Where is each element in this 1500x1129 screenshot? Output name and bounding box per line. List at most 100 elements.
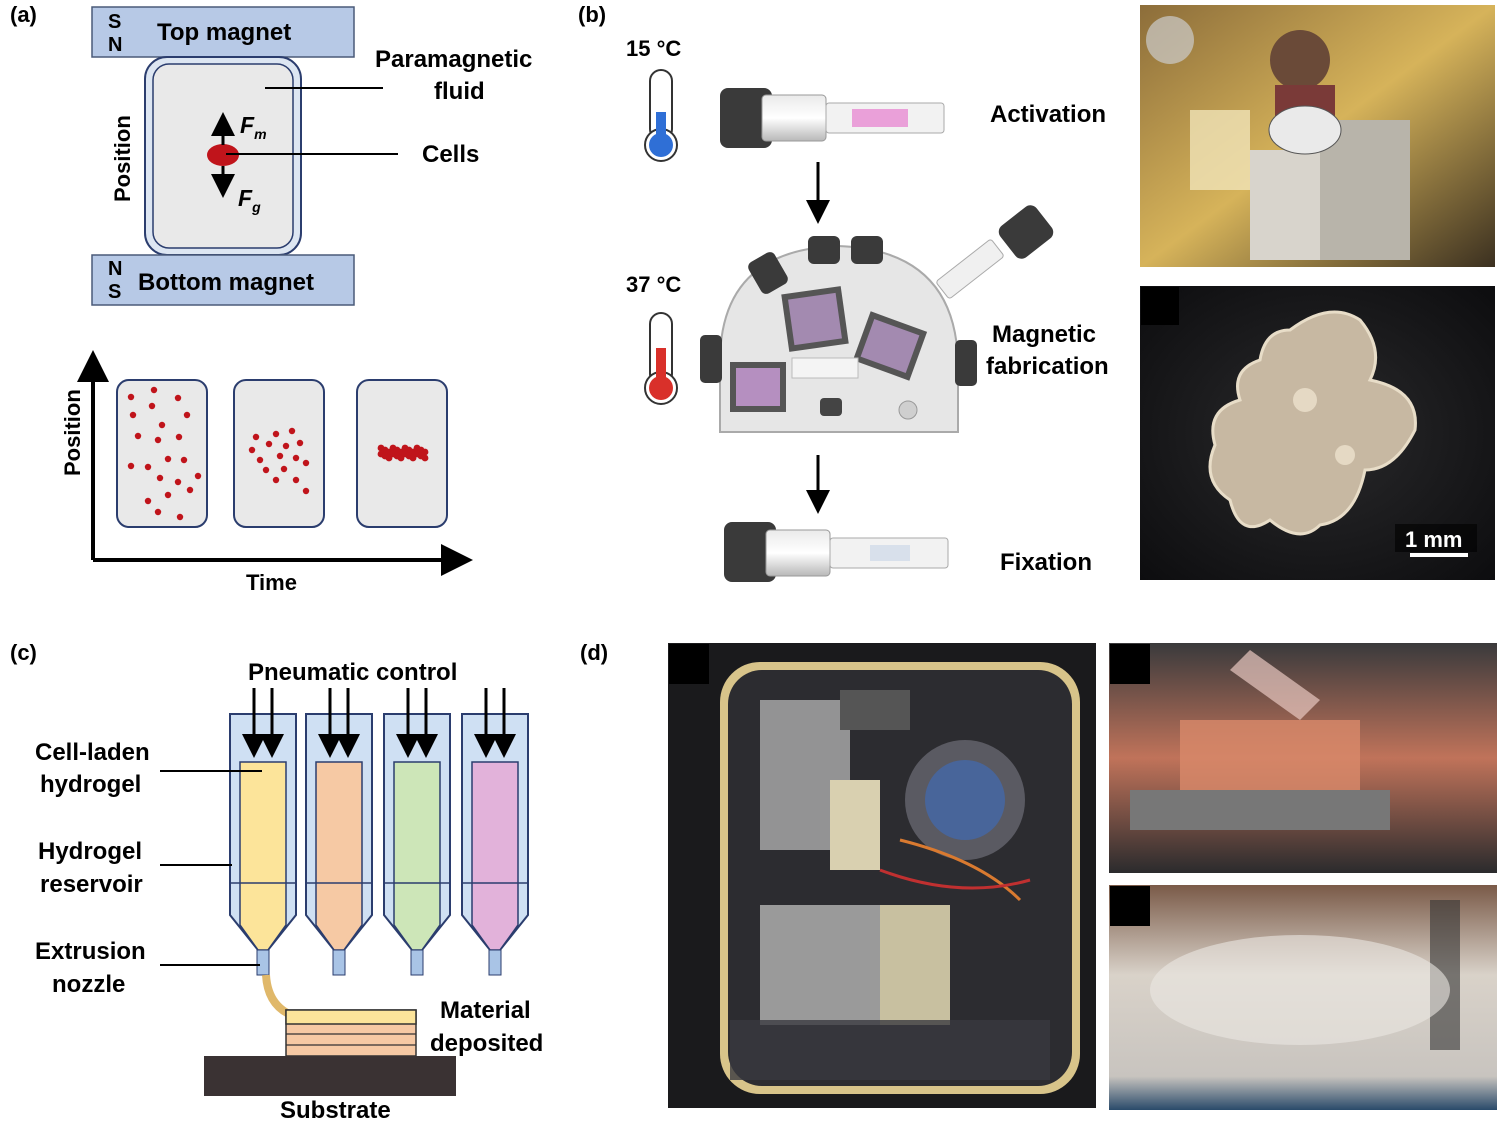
photo-printhead-closeup: [1109, 643, 1497, 873]
step-activation: Activation: [990, 101, 1106, 128]
cell-dot: [176, 513, 184, 521]
panel-d-label: (d): [580, 640, 608, 665]
cell-dot: [158, 421, 166, 429]
cell-dot: [150, 386, 158, 394]
cell-dot: [265, 440, 273, 448]
cell-dot: [421, 454, 429, 462]
cells-label: Cells: [422, 141, 479, 168]
material-label-2: deposited: [430, 1030, 543, 1057]
panel-c: (c) Pneumatic control Substrate Cell-lad…: [10, 640, 543, 1124]
bottom-magnet-label: Bottom magnet: [138, 269, 314, 296]
cell-dot: [154, 508, 162, 516]
panel-b: (b) 15 °C 37 °C: [578, 2, 1495, 582]
scale-bar-label: 1 mm: [1405, 527, 1462, 552]
plot-y-label: Position: [60, 389, 85, 476]
substrate-label: Substrate: [280, 1097, 391, 1124]
reservoir-label-2: reservoir: [40, 871, 143, 898]
cell-dot: [134, 432, 142, 440]
cell-dot: [256, 456, 264, 464]
cell-dot: [174, 394, 182, 402]
cell-dot: [180, 456, 188, 464]
reservoir-group: [229, 688, 529, 976]
cell-dot: [302, 459, 310, 467]
panel-b-label: (b): [578, 2, 606, 27]
photo-bioprinter: [668, 643, 1096, 1108]
cell-dot: [248, 446, 256, 454]
cell-dot: [288, 427, 296, 435]
nozzle-label-2: nozzle: [52, 971, 125, 998]
cell-dot: [194, 472, 202, 480]
cartridge-fixation: [724, 522, 949, 582]
cell-laden-label-1: Cell-laden: [35, 739, 150, 766]
cell-dot: [292, 476, 300, 484]
reservoir-yellow: [229, 688, 297, 976]
cell-dot: [154, 436, 162, 444]
photo-foam-closeup: [1109, 885, 1497, 1110]
cell-dot: [144, 463, 152, 471]
cell-dot: [175, 433, 183, 441]
paramagnetic-label-2: fluid: [434, 78, 485, 105]
substrate: [204, 1056, 456, 1096]
cell-dot: [282, 442, 290, 450]
temp-37-label: 37 °C: [626, 272, 681, 297]
fm-label: Fm: [240, 112, 267, 142]
cell-dot: [156, 474, 164, 482]
cell-dot: [164, 455, 172, 463]
step-magnetic-1: Magnetic: [992, 321, 1096, 348]
cell-laden-label-2: hydrogel: [40, 771, 141, 798]
cell-dot: [272, 430, 280, 438]
chamber-position-label: Position: [110, 115, 135, 202]
cell-dot: [272, 476, 280, 484]
cell-dot: [302, 487, 310, 495]
bottom-magnet: [91, 254, 355, 306]
photo-organoid: 1 mm: [1140, 286, 1495, 580]
panel-a: (a) S N Top magnet N S Bottom magnet Pos…: [10, 2, 532, 595]
top-magnet-s: S: [108, 11, 121, 33]
temp-15-label: 15 °C: [626, 36, 681, 61]
bottom-magnet-n: N: [108, 258, 122, 280]
cell-dot: [174, 478, 182, 486]
plot-x-label: Time: [246, 570, 297, 595]
panel-a-label: (a): [10, 2, 37, 27]
cells-levitated-cluster: [377, 444, 429, 462]
paramagnetic-label-1: Paramagnetic: [375, 46, 532, 73]
cell-dot: [127, 393, 135, 401]
material-label-1: Material: [440, 997, 531, 1024]
nozzle-label-1: Extrusion: [35, 938, 146, 965]
reservoir-peach: [305, 688, 373, 976]
cell-dot: [262, 466, 270, 474]
cell-dot: [280, 465, 288, 473]
step-fixation: Fixation: [1000, 549, 1092, 576]
cell-dot: [296, 439, 304, 447]
cell-dot: [276, 452, 284, 460]
reservoir-green: [383, 688, 451, 976]
top-magnet-n: N: [108, 34, 122, 56]
thermometer-cold-icon: [644, 69, 678, 162]
cell-dot: [164, 491, 172, 499]
cell-dot: [129, 411, 137, 419]
pneumatic-label: Pneumatic control: [248, 659, 457, 686]
top-magnet: [91, 6, 355, 58]
bottom-magnet-s: S: [108, 281, 121, 303]
thermometer-hot-icon: [644, 312, 678, 405]
chamber-time-1: [116, 379, 208, 528]
cells-converging: [248, 427, 310, 495]
cell-dot: [148, 402, 156, 410]
cell-dot: [183, 411, 191, 419]
fg-label: Fg: [238, 185, 261, 215]
magnetic-fabrication-device: [700, 205, 1054, 433]
top-magnet-label: Top magnet: [157, 19, 291, 46]
reservoir-label-1: Hydrogel: [38, 838, 142, 865]
cell-dot: [127, 462, 135, 470]
cell-dot: [144, 497, 152, 505]
reservoir-pink: [461, 688, 529, 976]
panel-c-label: (c): [10, 640, 37, 665]
cell-dot: [292, 454, 300, 462]
panel-d: (d): [580, 640, 1497, 1110]
cells-scattered: [127, 386, 202, 521]
cell-dot: [252, 433, 260, 441]
step-magnetic-2: fabrication: [986, 353, 1109, 380]
cartridge-activation: [720, 88, 945, 148]
cell-dot: [207, 144, 239, 166]
